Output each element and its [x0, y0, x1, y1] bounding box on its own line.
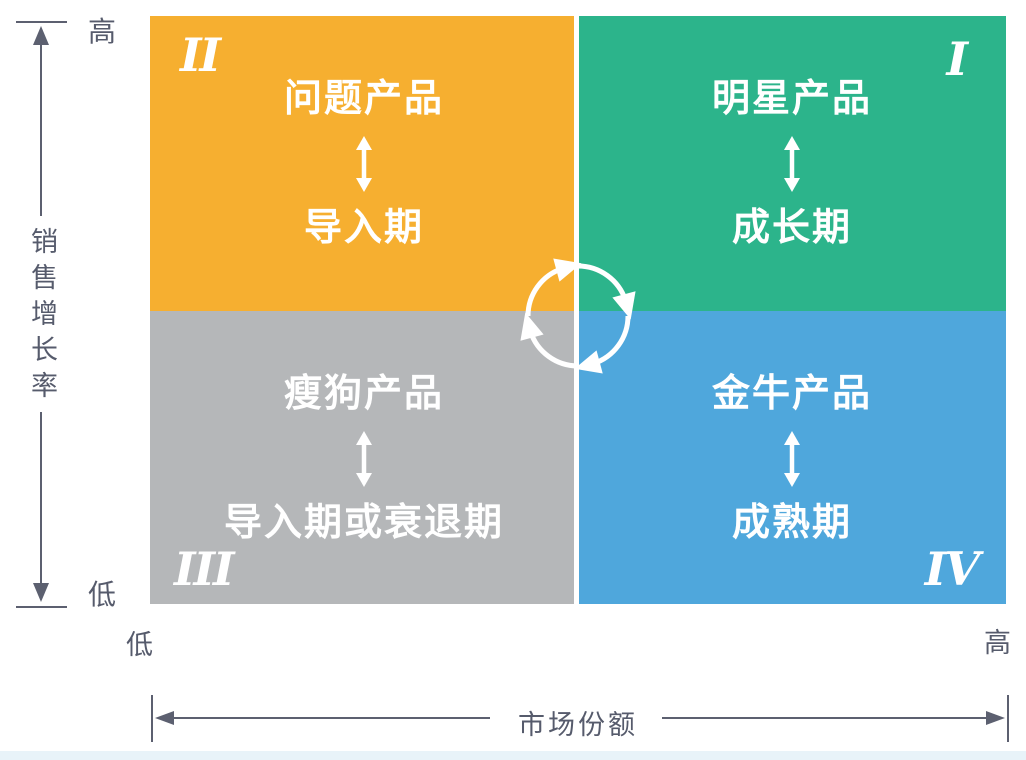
quadrant-question-products: II 问题产品 导入期 [150, 16, 578, 311]
vertical-double-arrow-icon [784, 135, 800, 192]
quadrant-product-label: 问题产品 [283, 78, 444, 120]
quadrant-divider [574, 16, 579, 604]
footer-strip [0, 751, 1026, 760]
quadrant-product-label: 明星产品 [711, 78, 872, 120]
x-axis-low-label: 低 [126, 630, 153, 660]
x-axis-line [151, 695, 1009, 742]
quadrant-numeral: III [174, 542, 235, 596]
quadrant-dog-products: III 瘦狗产品 导入期或衰退期 [150, 311, 578, 604]
quadrant-cash-cow-products: IV 金牛产品 成熟期 [578, 311, 1006, 604]
quadrant-numeral: II [180, 28, 221, 82]
quadrant-product-label: 金牛产品 [711, 373, 872, 415]
quadrant-grid: II 问题产品 导入期 I 明星产品 成长期 [150, 16, 1006, 604]
x-axis-title: 市场份额 [518, 710, 638, 740]
quadrant-numeral: IV [924, 542, 980, 596]
quadrant-stage-label: 成长期 [731, 206, 852, 249]
vertical-double-arrow-icon [784, 430, 800, 487]
x-axis-high-label: 高 [984, 628, 1011, 658]
quadrant-stage-label: 导入期 [303, 206, 424, 249]
quadrant-product-label: 瘦狗产品 [283, 373, 444, 415]
y-axis-title: 销售增长率 [27, 227, 57, 407]
y-axis-line [16, 21, 67, 608]
y-axis-low-label: 低 [88, 579, 117, 610]
quadrant-star-products: I 明星产品 成长期 [578, 16, 1006, 311]
y-axis-high-label: 高 [88, 16, 117, 47]
cycle-arrows-icon [520, 258, 636, 374]
vertical-double-arrow-icon [356, 430, 372, 487]
quadrant-stage-label: 导入期或衰退期 [223, 501, 504, 544]
vertical-double-arrow-icon [356, 135, 372, 192]
quadrant-numeral: I [946, 32, 967, 86]
quadrant-stage-label: 成熟期 [731, 501, 852, 544]
